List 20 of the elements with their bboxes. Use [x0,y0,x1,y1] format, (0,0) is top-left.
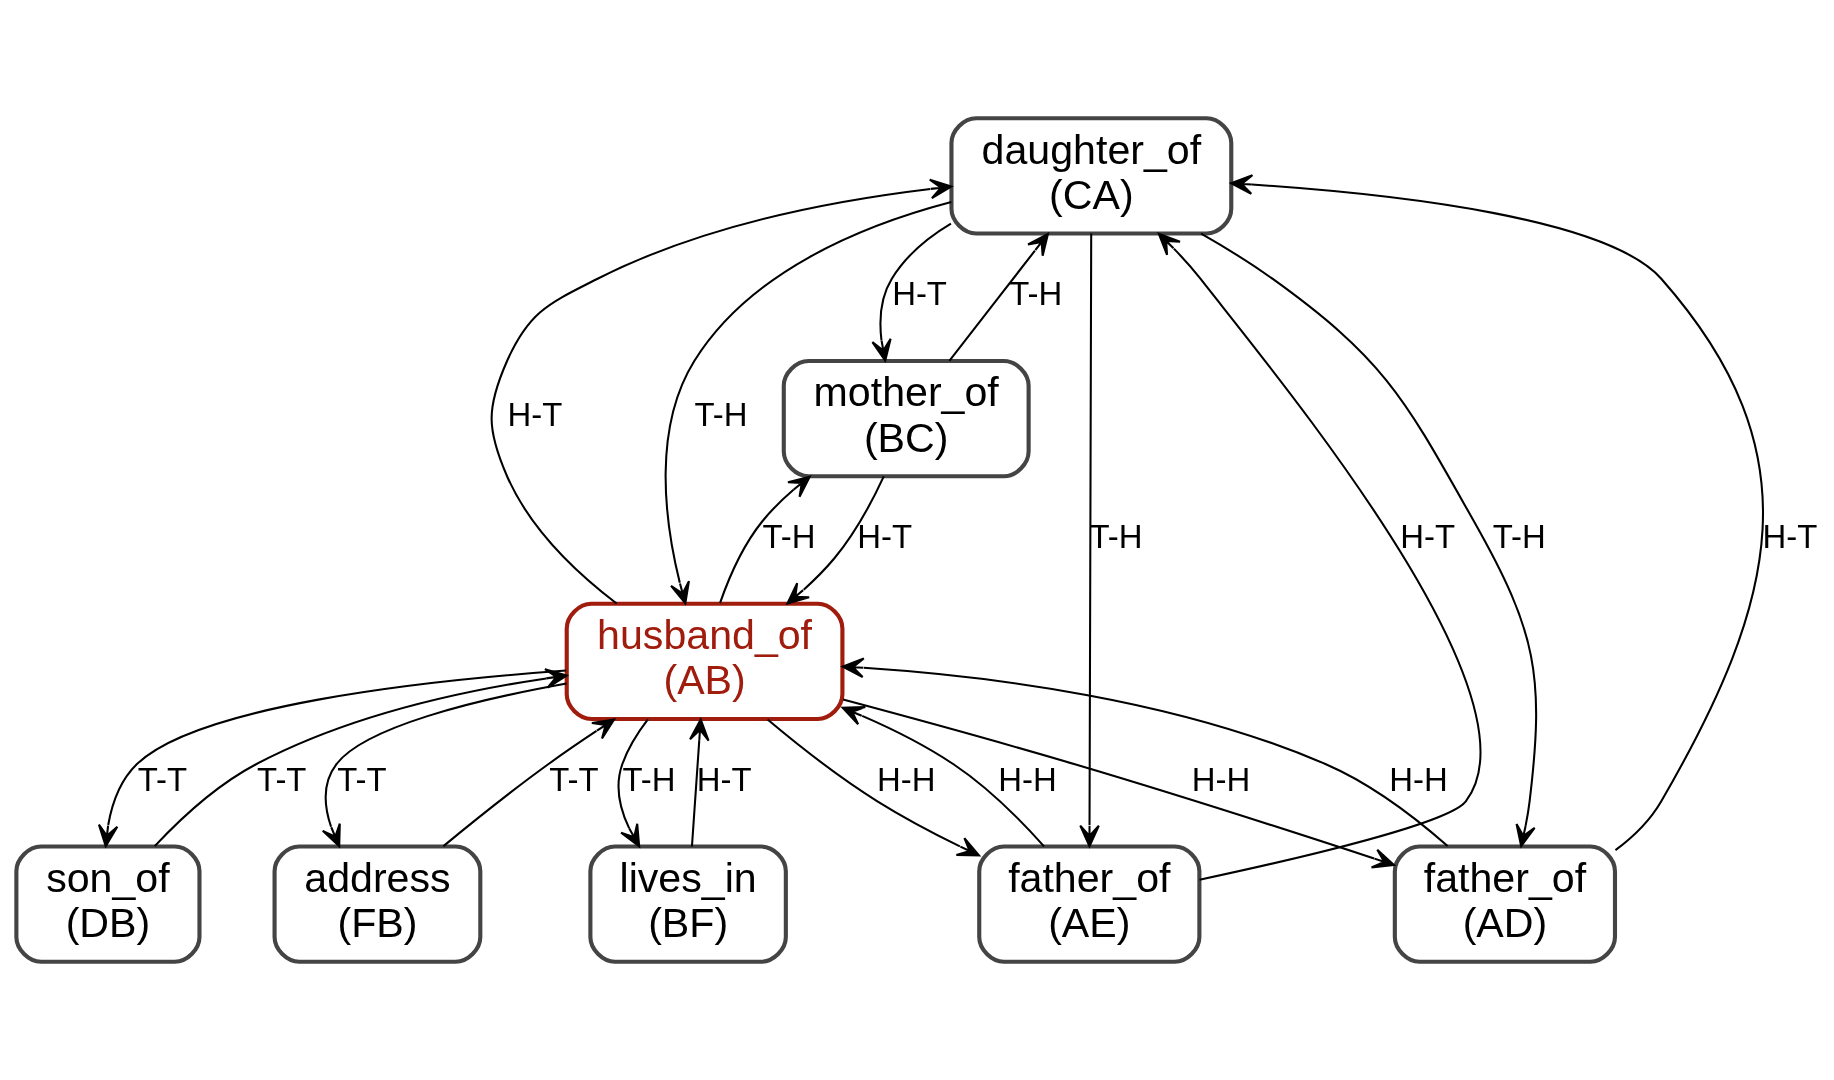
edge-label: H-T [892,275,947,313]
edge-label: T-H [1492,517,1546,555]
edge-label: H-T [696,760,752,798]
edge-label: T-H [1089,517,1143,555]
edge-label: H-H [1389,760,1448,798]
edge-label: H-T [1400,517,1456,555]
edge-label: H-T [857,517,913,555]
edge-label: H-H [998,760,1057,798]
edge-label: T-H [622,760,676,798]
edge-label: T-H [1009,275,1063,313]
edge-label: H-H [876,760,936,798]
edge-label: T-H [762,517,816,555]
edge-label: T-T [337,760,387,798]
edge-label: T-T [549,760,599,798]
edge-label: H-H [1191,760,1251,798]
edge-label: T-T [257,760,307,798]
edge-label: T-H [694,396,748,434]
edge-label: T-T [137,760,188,798]
edge-label: H-T [507,396,563,434]
edge-label: H-T [1762,517,1818,555]
